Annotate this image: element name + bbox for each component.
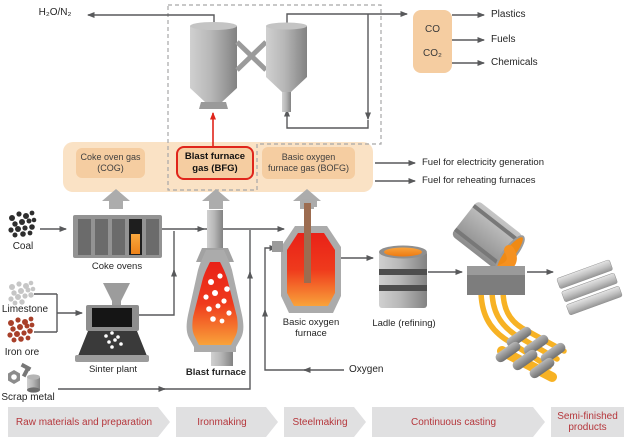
sinter-out-line xyxy=(139,269,177,316)
sinter-plant-label: Sinter plant xyxy=(88,364,138,375)
basic-oxygen-furnace xyxy=(272,199,341,313)
ladle xyxy=(379,245,427,308)
fuel-electricity-label: Fuel for electricity generation xyxy=(422,157,544,168)
bfg-line1: Blast furnace xyxy=(184,151,246,163)
bofg-line1: Basic oxygen xyxy=(281,151,336,162)
pouring-ladle xyxy=(452,202,525,272)
stage-continuous-casting: Continuous casting xyxy=(372,407,545,437)
connector-lines xyxy=(34,11,554,392)
stage-raw-materials: Raw materials and preparation xyxy=(8,407,170,437)
plastics-label: Plastics xyxy=(491,9,526,20)
scrap-riser xyxy=(158,271,253,390)
bfg-up-arrow xyxy=(202,189,230,209)
gas-to-co-line xyxy=(286,11,408,25)
coal-icon xyxy=(8,210,37,238)
iron-ore-label: Iron ore xyxy=(4,347,40,358)
coke-ovens-label: Coke ovens xyxy=(91,261,143,272)
sinter-plant xyxy=(75,283,149,362)
stage-steelmaking-label: Steelmaking xyxy=(292,416,348,428)
h2o-line xyxy=(87,12,215,25)
stage-steelmaking: Steelmaking xyxy=(284,407,366,437)
bofg-line2: furnace gas (BOFG) xyxy=(267,163,350,173)
oxygen-into-bof xyxy=(264,245,277,313)
stage-continuous-casting-label: Continuous casting xyxy=(410,416,497,428)
recycle-return-line xyxy=(284,109,369,129)
stage-raw-materials-label: Raw materials and preparation xyxy=(15,416,153,428)
limestone-label: Limestone xyxy=(1,304,49,315)
gas-up-arrows xyxy=(102,189,321,209)
cog-box: Coke oven gas (COG) xyxy=(76,148,145,178)
caster-rollers xyxy=(495,326,566,379)
gas-silo-left xyxy=(190,22,237,109)
scrap-metal-icon xyxy=(8,362,40,393)
cog-line2: (COG) xyxy=(97,163,124,173)
ladle-label: Ladle (refining) xyxy=(372,318,436,329)
coal-label: Coal xyxy=(12,241,34,252)
limestone-icon xyxy=(8,280,36,306)
cast-strands xyxy=(478,287,567,370)
caster-mold xyxy=(467,275,525,295)
cog-up-arrow xyxy=(102,189,130,209)
scrap-metal-label: Scrap metal xyxy=(1,392,55,403)
bfg-line2: gas (BFG) xyxy=(192,163,238,174)
gas-recovery-dashed-boundary xyxy=(167,4,382,191)
oxygen-riser xyxy=(262,309,310,371)
chemicals-label: Chemicals xyxy=(491,57,538,68)
gas-silo-right xyxy=(266,22,307,112)
oxygen-label: Oxygen xyxy=(349,364,384,375)
co2-label: CO₂ xyxy=(423,48,442,60)
stage-ironmaking-label: Ironmaking xyxy=(197,416,247,428)
caster-mold-top xyxy=(467,266,525,275)
blast-furnace xyxy=(186,210,244,366)
co-co2-box: CO CO₂ xyxy=(413,10,452,73)
stage-semi-finished-label: Semi-finished products xyxy=(557,410,618,434)
coke-ovens xyxy=(73,215,162,258)
stage-semi-finished: Semi-finished products xyxy=(551,407,624,437)
iron-ore-icon xyxy=(7,316,35,343)
blast-furnace-label: Blast furnace xyxy=(185,367,247,378)
co-label: CO xyxy=(425,23,440,35)
billets xyxy=(556,259,623,315)
cog-line1: Coke oven gas xyxy=(80,151,141,162)
continuous-caster xyxy=(452,202,567,382)
fuel-reheating-label: Fuel for reheating furnaces xyxy=(422,175,536,186)
bof-label: Basic oxygen furnace xyxy=(282,317,340,339)
bofg-box: Basic oxygen furnace gas (BOFG) xyxy=(262,147,355,179)
stage-ironmaking: Ironmaking xyxy=(176,407,278,437)
cross-pipes xyxy=(235,40,268,72)
h2o-output-label: H₂O/N₂ xyxy=(38,7,72,18)
bfg-box: Blast furnace gas (BFG) xyxy=(176,146,254,180)
fuels-label: Fuels xyxy=(491,34,516,45)
